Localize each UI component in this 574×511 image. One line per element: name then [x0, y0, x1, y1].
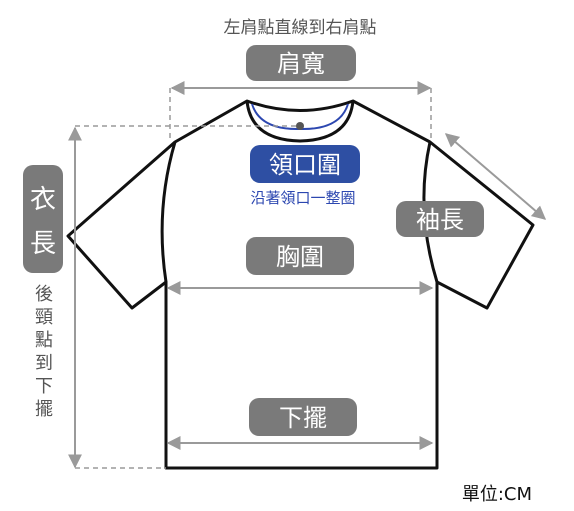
body-length-badge [23, 165, 63, 273]
unit-label: 單位:CM [462, 484, 532, 505]
collar-outer [245, 100, 355, 143]
body-length-note: 後 頸 點 到 下 擺 [35, 284, 53, 420]
body-length-note-char: 擺 [35, 399, 53, 420]
body-length-note-char: 頸 [35, 307, 53, 328]
sleeve-length-label: 袖長 [416, 206, 464, 234]
neckline-label: 領口圍 [269, 151, 341, 179]
left-armhole-seam [160, 141, 177, 283]
body-length-note-char: 下 [35, 376, 53, 397]
chest-label: 胸圍 [276, 243, 324, 271]
back-neck-point [296, 122, 304, 130]
body-length-note-char: 點 [35, 330, 53, 351]
shoulder-width-badge [246, 45, 356, 81]
body-length-note-char: 到 [35, 353, 53, 374]
hem-badge [249, 398, 357, 436]
shoulder-note: 左肩點直線到右肩點 [224, 18, 377, 38]
body-length-note-char: 後 [35, 284, 53, 305]
neckline-badge [250, 145, 360, 183]
chest-badge [246, 237, 354, 275]
shoulder-width-label: 肩寬 [277, 50, 325, 78]
sleeve-length-arrow [444, 133, 547, 220]
sleeve-length-badge [396, 201, 484, 237]
neckline-note: 沿著領口一整圈 [250, 189, 355, 207]
hem-label: 下擺 [279, 404, 327, 432]
body-length-label-2: 長 [30, 229, 56, 259]
body-length-label-1: 衣 [30, 185, 56, 215]
